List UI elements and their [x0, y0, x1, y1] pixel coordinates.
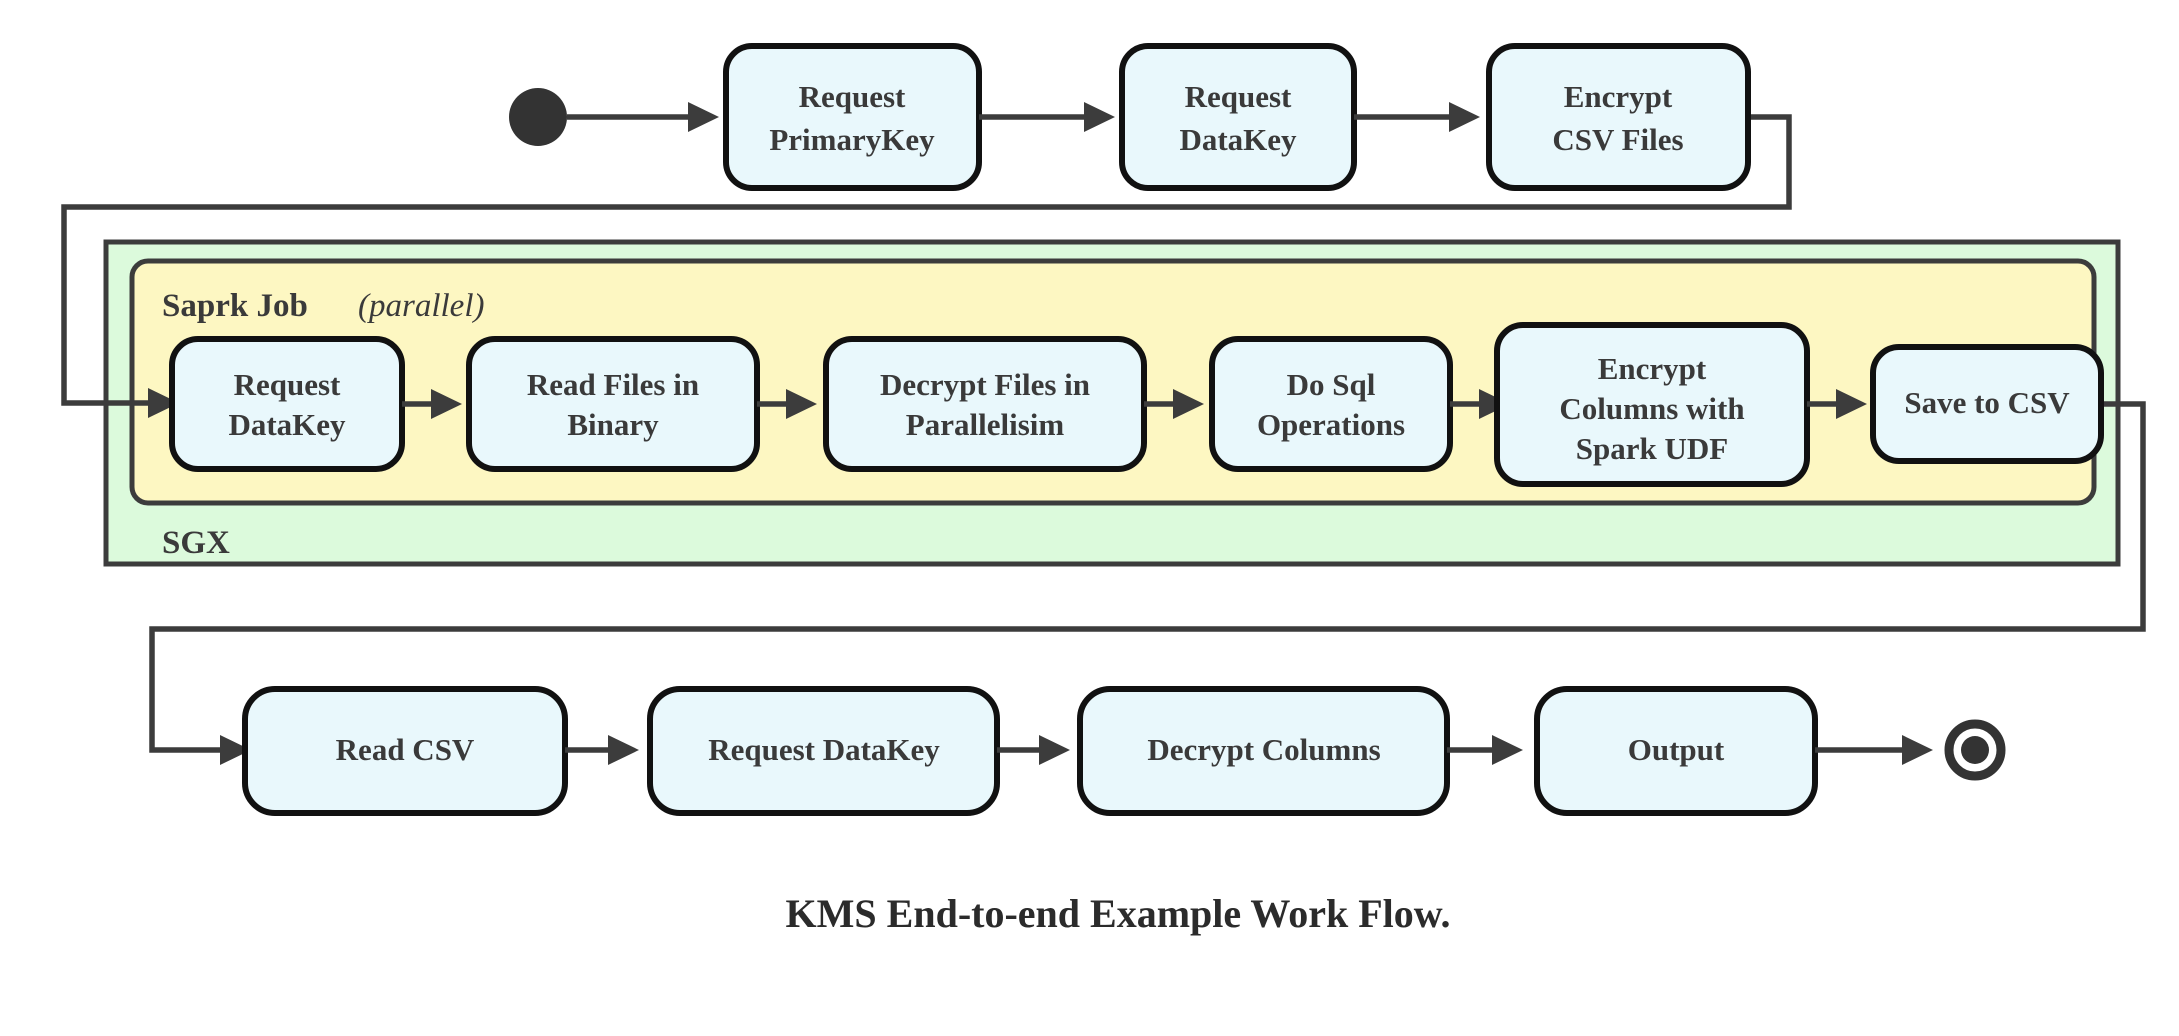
arrowhead-decrypt-columns: [1039, 735, 1070, 765]
node-read-csv-line-1: Read CSV: [336, 732, 475, 767]
node-encrypt-csv-files-line-1: Encrypt: [1564, 79, 1673, 114]
node-request-datakey-spark-line-2: DataKey: [228, 407, 346, 442]
arrowhead-request-primarykey: [688, 102, 719, 132]
spark-job-title: Saprk Job: [162, 288, 308, 324]
node-decrypt-files-in-parallelisim[interactable]: [823, 336, 1147, 472]
node-output-line-1: Output: [1628, 732, 1725, 767]
node-request-datakey-top[interactable]: [1119, 43, 1357, 191]
node-do-sql-operations-line-2: Operations: [1257, 407, 1405, 442]
node-encrypt-csv-files[interactable]: [1486, 43, 1751, 191]
node-request-primarykey-line-2: PrimaryKey: [769, 122, 935, 157]
node-do-sql-operations-line-1: Do Sql: [1287, 367, 1376, 402]
arrowhead-read-csv: [220, 735, 251, 765]
arrowhead-read-files-in-binary: [431, 389, 462, 419]
end-node-ring: [1944, 719, 2006, 781]
edge-save-csv-to-read-csv: [149, 401, 2146, 753]
arrowhead-output: [1492, 735, 1523, 765]
sgx-label: SGX: [162, 525, 230, 561]
arrowhead-end-node: [1902, 735, 1933, 765]
node-read-files-in-binary-line-1: Read Files in: [527, 367, 699, 402]
arrowhead-save-to-csv: [1836, 389, 1867, 419]
node-request-datakey-top-line-1: Request: [1185, 79, 1292, 114]
node-encrypt-columns-line-2: Columns with: [1559, 391, 1744, 426]
arrowhead-encrypt-csv-files: [1449, 102, 1480, 132]
node-decrypt-columns-line-1: Decrypt Columns: [1147, 732, 1380, 767]
node-read-files-in-binary[interactable]: [466, 336, 760, 472]
node-request-datakey-top-line-2: DataKey: [1179, 122, 1297, 157]
node-encrypt-csv-files-line-2: CSV Files: [1552, 122, 1683, 157]
node-save-to-csv-line-1: Save to CSV: [1904, 385, 2070, 420]
arrowhead-spark-datakey: [148, 388, 179, 418]
node-request-primarykey[interactable]: [723, 43, 982, 191]
arrowhead-request-datakey-bottom: [608, 735, 639, 765]
node-request-datakey-spark-line-1: Request: [234, 367, 341, 402]
node-decrypt-files-in-parallelisim-line-1: Decrypt Files in: [880, 367, 1090, 402]
arrowhead-do-sql-operations: [1173, 389, 1204, 419]
arrowhead-decrypt-files-in-parallelisim: [786, 389, 817, 419]
end-node-core: [1961, 736, 1989, 764]
node-decrypt-files-in-parallelisim-line-2: Parallelisim: [906, 407, 1065, 442]
diagram-caption: KMS End-to-end Example Work Flow.: [786, 891, 1451, 936]
node-request-datakey-spark[interactable]: [169, 336, 405, 472]
edge-encrypt-csv-to-spark-datakey: [61, 114, 1792, 406]
node-encrypt-columns-line-3: Spark UDF: [1576, 431, 1728, 466]
node-read-files-in-binary-line-2: Binary: [567, 407, 659, 442]
start-node: [509, 88, 567, 146]
node-save-to-csv[interactable]: [1870, 344, 2104, 464]
node-request-datakey-bottom-line-1: Request DataKey: [708, 732, 940, 767]
node-do-sql-operations[interactable]: [1209, 336, 1453, 472]
arrowhead-request-datakey-top: [1084, 102, 1115, 132]
spark-job-qualifier: (parallel): [358, 288, 484, 324]
node-request-primarykey-line-1: Request: [799, 79, 906, 114]
node-encrypt-columns-line-1: Encrypt: [1598, 351, 1707, 386]
